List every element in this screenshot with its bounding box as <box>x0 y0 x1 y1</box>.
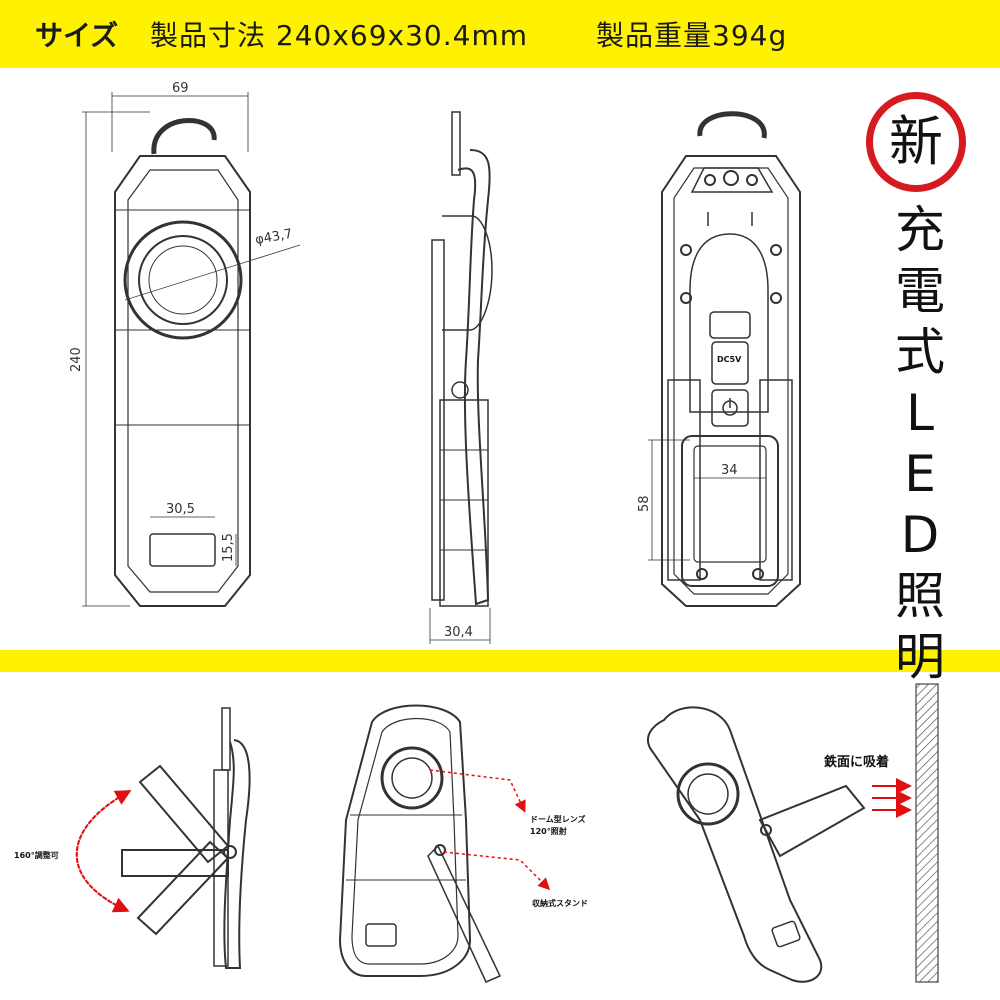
divider-band <box>0 650 1000 672</box>
angle-note: 160°調整可 <box>14 850 59 860</box>
title-char: 照 <box>895 567 945 625</box>
magnet-view <box>646 683 939 983</box>
title-char: L <box>906 384 934 442</box>
title-char: 明 <box>895 628 945 686</box>
product-dimensions: 製品寸法 240x69x30.4mm <box>150 19 529 52</box>
back-hook-icon <box>697 111 767 139</box>
stand-plate <box>681 435 779 587</box>
dim-stand-height: 58 <box>637 495 652 512</box>
size-label: サイズ <box>35 19 119 52</box>
dim-window-height: 15,5 <box>221 533 236 562</box>
stand-note: 収納式スタンド <box>532 898 588 908</box>
dim-width: 69 <box>172 81 189 96</box>
indicator-window <box>149 533 216 567</box>
usb-port-icon <box>709 311 751 339</box>
angle-view <box>75 707 251 969</box>
side-view <box>429 111 493 644</box>
title-char: 式 <box>895 323 945 381</box>
power-button-icon <box>711 389 749 427</box>
new-badge: 新 <box>866 92 966 192</box>
lens-note-line1: ドーム型レンズ <box>530 814 586 824</box>
dim-stand-width: 34 <box>721 463 738 478</box>
iron-wall <box>915 683 939 983</box>
new-badge-text: 新 <box>889 110 943 173</box>
dim-window-width: 30,5 <box>166 502 195 517</box>
port-label: DC5V <box>717 355 742 364</box>
lens-note-line2: 120°照射 <box>530 826 567 836</box>
stand-view <box>338 704 551 983</box>
header-band <box>0 0 1000 68</box>
dim-height: 240 <box>69 347 84 372</box>
back-view <box>648 111 801 607</box>
front-view <box>82 92 301 607</box>
product-title-vertical: 充 電 式 L E D 照 明 <box>888 200 952 688</box>
title-char: 電 <box>895 262 945 320</box>
dc-port-icon <box>711 341 749 385</box>
product-weight: 製品重量394g <box>596 19 788 52</box>
title-char: E <box>904 445 936 503</box>
dim-lens-diameter: φ43,7 <box>254 227 294 248</box>
lens-inner <box>138 235 228 325</box>
hook-icon <box>151 118 217 155</box>
lens-outer <box>123 220 243 340</box>
title-char: D <box>900 506 940 564</box>
magnet-note: 鉄面に吸着 <box>824 754 889 770</box>
title-char: 充 <box>895 201 945 259</box>
dim-depth: 30,4 <box>444 625 473 640</box>
